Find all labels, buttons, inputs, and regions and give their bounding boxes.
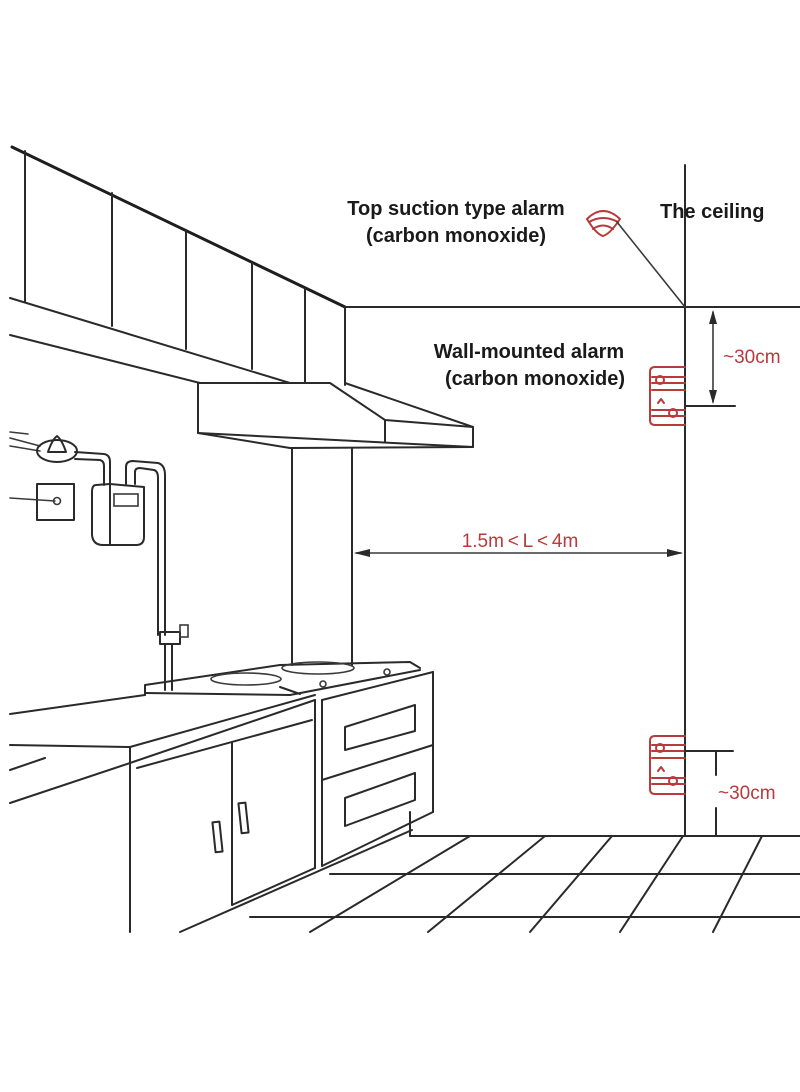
top-alarm-label-line1: Top suction type alarm (347, 198, 564, 220)
hood-chimney (291, 447, 353, 666)
floor-tiles (249, 811, 800, 933)
ceiling-offset-label: ~30cm (723, 347, 781, 368)
floor-offset-label: ~30cm (718, 783, 776, 804)
counter-cabinets (9, 694, 413, 933)
wall-alarm-icon (649, 366, 686, 426)
wall-alarm-label-line2: (carbon monoxide) (445, 368, 625, 390)
ceiling-offset-dimension (684, 310, 736, 407)
stove (144, 661, 434, 867)
floor-offset-dimension (684, 750, 734, 837)
gas-supply (9, 431, 189, 691)
ceiling-alarm-icon (586, 210, 686, 308)
range-hood (197, 382, 474, 449)
wall-alarm-icon (649, 735, 686, 795)
distance-range-label: 1.5m < L < 4m (462, 531, 579, 552)
top-alarm-label-line2: (carbon monoxide) (366, 225, 546, 247)
wall-alarm-label-line1: Wall-mounted alarm (434, 341, 624, 363)
ceiling-label: The ceiling (660, 201, 764, 223)
distance-dimension (354, 549, 683, 557)
upper-cabinets (9, 145, 347, 386)
